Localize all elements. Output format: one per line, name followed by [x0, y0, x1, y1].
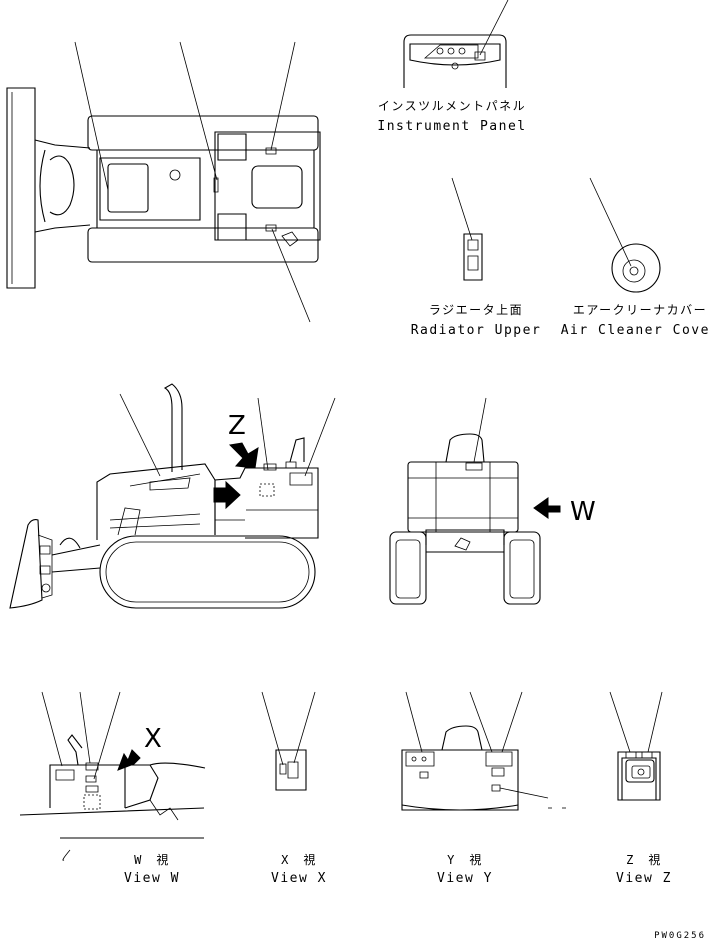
air-cleaner-detail: エアークリーナカバー Air Cleaner Cover — [561, 178, 711, 338]
marker-w: W — [570, 497, 596, 527]
marker-x: X — [144, 724, 162, 754]
view-w-detail: X W 視 View W — [20, 692, 205, 886]
view-w-en: View W — [124, 871, 180, 886]
view-z-detail: Z 視 View Z — [610, 692, 672, 886]
radiator-upper-detail: ラジエータ上面 Radiator Upper — [411, 178, 542, 338]
drawing-code: PW0G256 — [654, 931, 706, 941]
top-view-dozer — [7, 42, 320, 322]
radiator-upper-jp-label: ラジエータ上面 — [429, 303, 523, 317]
instrument-panel-en-label: Instrument Panel — [377, 119, 526, 134]
instrument-panel-detail: インスツルメントパネル Instrument Panel — [377, 0, 526, 134]
view-y-jp: Y 視 — [447, 852, 483, 867]
air-cleaner-jp-label: エアークリーナカバー — [573, 303, 707, 317]
marker-z: Z — [228, 411, 246, 441]
view-z-en: View Z — [616, 871, 672, 886]
view-z-jp: Z 視 — [626, 852, 662, 867]
view-x-jp: X 視 — [281, 852, 317, 867]
air-cleaner-en-label: Air Cleaner Cover — [561, 323, 711, 338]
view-w-jp: W 視 — [134, 852, 170, 867]
view-x-en: View X — [271, 871, 327, 886]
view-y-en: View Y — [437, 871, 493, 886]
view-x-detail: X 視 View X — [262, 692, 327, 886]
rear-view-dozer: W — [390, 398, 596, 604]
side-view-dozer: Z — [10, 384, 335, 608]
view-y-detail: Y 視 View Y — [402, 692, 566, 886]
instrument-panel-jp-label: インスツルメントパネル — [378, 99, 526, 113]
radiator-upper-en-label: Radiator Upper — [411, 323, 542, 338]
